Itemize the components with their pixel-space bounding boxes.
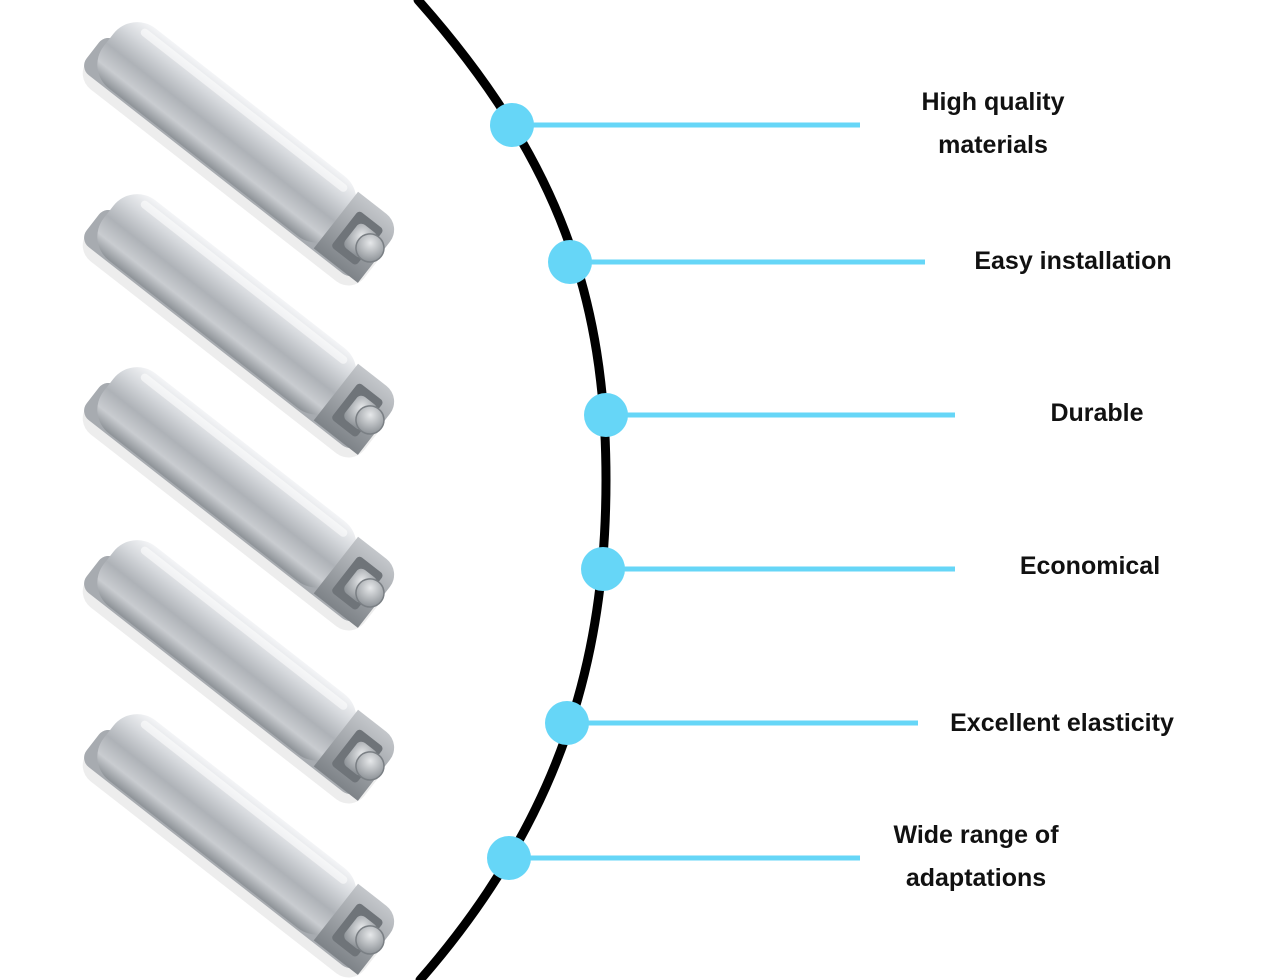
timeline-dot: [545, 701, 589, 745]
feature-label: Economical: [930, 545, 1250, 588]
feature-label-line: High quality: [921, 88, 1065, 116]
feature-label-line: materials: [938, 131, 1048, 159]
feature-label: Easy installation: [913, 240, 1233, 283]
feature-label-line: Durable: [1050, 399, 1144, 427]
feature-label: High quality materials: [833, 81, 1153, 167]
timeline-dot: [584, 393, 628, 437]
timeline-arc: [413, 0, 611, 980]
feature-connectors: [487, 103, 955, 880]
feature-label-line: Excellent elasticity: [950, 709, 1174, 737]
feature-label: Wide range of adaptations: [816, 814, 1136, 900]
product-images: [72, 5, 407, 980]
timeline-dot: [581, 547, 625, 591]
feature-label-line: adaptations: [905, 864, 1047, 892]
timeline-dot: [548, 240, 592, 284]
feature-label: Durable: [937, 392, 1257, 435]
feature-label-line: Wide range of: [893, 821, 1059, 849]
timeline-dot: [487, 836, 531, 880]
feature-label: Excellent elasticity: [902, 702, 1222, 745]
feature-label-line: Easy installation: [974, 247, 1172, 275]
feature-label-line: Economical: [1019, 552, 1161, 580]
timeline-dot: [490, 103, 534, 147]
